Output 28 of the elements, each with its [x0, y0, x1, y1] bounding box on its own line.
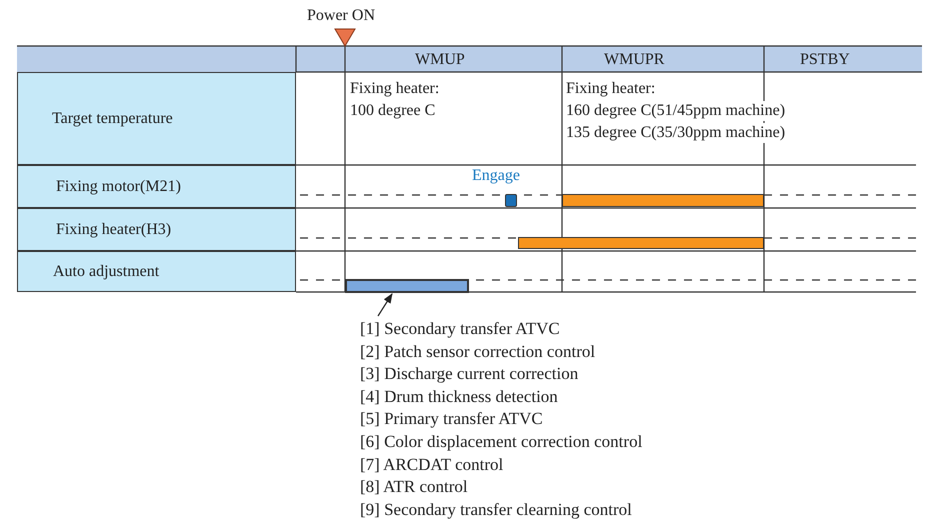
list-item: [5] Primary transfer ATVC — [360, 408, 544, 430]
list-item: [1] Secondary transfer ATVC — [360, 318, 561, 340]
temperature-label: 100 degree C — [350, 101, 436, 121]
row-header-cell: Fixing motor(M21) — [17, 165, 296, 208]
engage-label: Engage — [472, 166, 520, 186]
timing-bar — [345, 279, 469, 293]
phase-label: WMUPR — [604, 50, 664, 70]
timing-bar — [562, 194, 764, 207]
temperature-label: 160 degree C(51/45ppm machine) — [566, 101, 786, 121]
list-item: [3] Discharge current correction — [360, 363, 580, 386]
list-item: [7] ARCDAT control — [360, 454, 504, 476]
temperature-label: 135 degree C(35/30ppm machine) — [566, 123, 786, 143]
leader-line — [378, 293, 393, 316]
row-header-cell: Auto adjustment — [17, 251, 296, 292]
list-item: [9] Secondary transfer clearning control — [360, 498, 633, 521]
list-item: [2] Patch sensor correction control — [360, 340, 596, 363]
temperature-label: Fixing heater: — [566, 79, 656, 99]
temperature-label: Fixing heater: — [350, 79, 440, 99]
timing-marker — [505, 194, 517, 207]
power-on-label: Power ON — [307, 6, 375, 26]
list-item: [4] Drum thickness detection — [360, 386, 559, 408]
row-header-cell: Fixing heater(H3) — [17, 208, 296, 251]
list-item: [6] Color displacement correction control — [360, 430, 642, 453]
list-item: [8] ATR control — [360, 476, 469, 498]
phase-label: WMUP — [415, 50, 465, 70]
timing-bar — [518, 237, 764, 249]
row-header-cell: Target temperature — [17, 72, 296, 165]
phase-label: PSTBY — [800, 50, 850, 70]
